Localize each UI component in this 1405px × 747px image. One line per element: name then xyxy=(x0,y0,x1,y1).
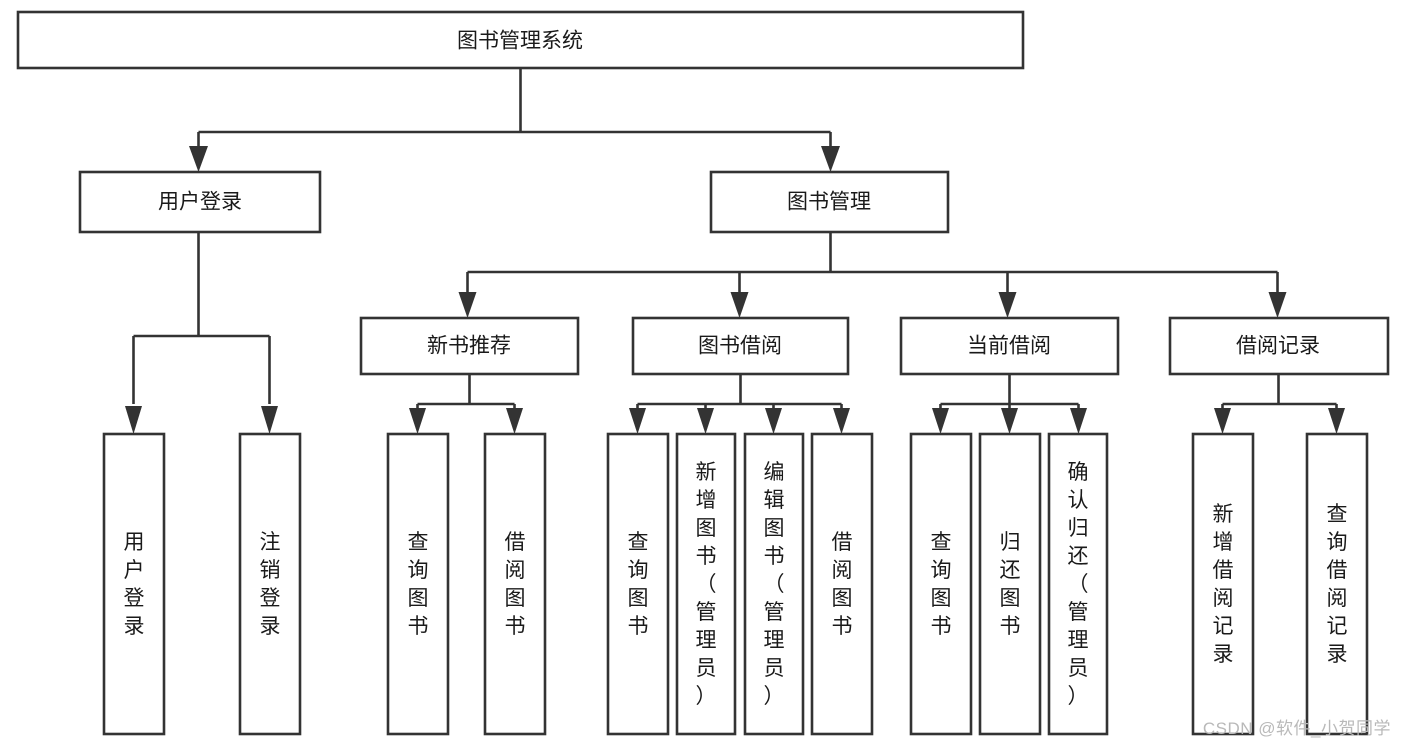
leaf-bb-add-book-box[interactable] xyxy=(675,432,737,736)
leaf-nb-query-book[interactable]: 查询图书 xyxy=(386,432,450,736)
arrow-head-current-borrow xyxy=(998,292,1017,318)
leaf-logout-label: 注销登录 xyxy=(260,531,281,638)
leaf-user-login-box[interactable] xyxy=(102,432,166,736)
leaf-cb-return-book[interactable]: 归还图书 xyxy=(978,432,1042,736)
leaf-nb-borrow-book-box[interactable] xyxy=(483,432,547,736)
node-root-label: 图书管理系统 xyxy=(457,30,583,53)
arrow-head-leaf-user-login xyxy=(125,406,142,434)
node-new-book-recommend-box[interactable] xyxy=(359,316,580,376)
leaf-cb-return-book-box[interactable] xyxy=(978,432,1042,736)
arrow-head-book-borrow xyxy=(730,292,749,318)
leaf-nb-query-book-label: 查询图书 xyxy=(408,531,429,638)
arrow-head-borrow-record xyxy=(1268,292,1287,318)
leaf-br-query-record-label: 查询借阅记录 xyxy=(1327,503,1348,666)
arrow-head-cb-query xyxy=(932,408,949,434)
arrow-head-bb-query xyxy=(629,408,646,434)
node-user-login-label: 用户登录 xyxy=(158,191,242,214)
leaf-bb-edit-book-label: 编辑图书（管理员） xyxy=(764,461,785,708)
leaf-bb-add-book-label: 新增图书（管理员） xyxy=(696,461,717,708)
node-borrow-record[interactable]: 借阅记录 xyxy=(1168,316,1390,376)
node-new-book-recommend-label: 新书推荐 xyxy=(427,335,511,358)
leaf-cb-return-book-label: 归还图书 xyxy=(1000,531,1021,638)
leaf-bb-borrow-book-box[interactable] xyxy=(810,432,874,736)
node-book-borrow-label: 图书借阅 xyxy=(698,335,782,358)
arrow-head-nb-query xyxy=(409,408,426,434)
arrow-head-bb-borrow xyxy=(833,408,850,434)
leaf-nb-borrow-book-label: 借阅图书 xyxy=(505,531,526,638)
leaf-br-query-record-box[interactable] xyxy=(1305,432,1369,736)
arrow-head-nb-borrow xyxy=(506,408,523,434)
leaf-logout-box[interactable] xyxy=(238,432,302,736)
leaf-bb-query-book-box[interactable] xyxy=(606,432,670,736)
leaf-bb-edit-book-box[interactable] xyxy=(743,432,805,736)
node-root[interactable]: 图书管理系统 xyxy=(16,10,1025,70)
node-book-management-box[interactable] xyxy=(709,170,950,234)
leaf-cb-query-book-box[interactable] xyxy=(909,432,973,736)
leaf-br-add-record-box[interactable] xyxy=(1191,432,1255,736)
leaf-user-login[interactable]: 用户登录 xyxy=(102,432,166,736)
leaf-bb-edit-book[interactable]: 编辑图书（管理员） xyxy=(743,432,805,736)
node-root-box[interactable] xyxy=(16,10,1025,70)
leaf-br-query-record[interactable]: 查询借阅记录 xyxy=(1305,432,1369,736)
node-user-login[interactable]: 用户登录 xyxy=(78,170,322,234)
arrow-head-user-login xyxy=(189,146,208,172)
node-borrow-record-box[interactable] xyxy=(1168,316,1390,376)
leaf-bb-query-book-label: 查询图书 xyxy=(628,531,649,638)
arrow-head-bb-add xyxy=(697,408,714,434)
node-book-borrow[interactable]: 图书借阅 xyxy=(631,316,850,376)
node-current-borrow-label: 当前借阅 xyxy=(967,335,1051,358)
arrow-head-cb-confirm xyxy=(1070,408,1087,434)
leaf-logout[interactable]: 注销登录 xyxy=(238,432,302,736)
leaf-user-login-label: 用户登录 xyxy=(124,531,145,638)
node-new-book-recommend[interactable]: 新书推荐 xyxy=(359,316,580,376)
arrow-head-cb-return xyxy=(1001,408,1018,434)
arrow-head-bb-edit xyxy=(765,408,782,434)
leaf-cb-query-book-label: 查询图书 xyxy=(931,531,952,638)
leaf-bb-query-book[interactable]: 查询图书 xyxy=(606,432,670,736)
node-borrow-record-label: 借阅记录 xyxy=(1236,335,1320,358)
node-book-management-label: 图书管理 xyxy=(787,191,871,214)
node-current-borrow[interactable]: 当前借阅 xyxy=(899,316,1120,376)
leaf-cb-query-book[interactable]: 查询图书 xyxy=(909,432,973,736)
connector-layer xyxy=(125,68,1345,434)
node-book-borrow-box[interactable] xyxy=(631,316,850,376)
leaf-nb-borrow-book[interactable]: 借阅图书 xyxy=(483,432,547,736)
leaf-cb-confirm-return-label: 确认归还（管理员） xyxy=(1068,461,1089,708)
node-current-borrow-box[interactable] xyxy=(899,316,1120,376)
leaf-cb-confirm-return-box[interactable] xyxy=(1047,432,1109,736)
node-user-login-box[interactable] xyxy=(78,170,322,234)
leaf-bb-borrow-book-label: 借阅图书 xyxy=(832,531,853,638)
leaf-br-add-record[interactable]: 新增借阅记录 xyxy=(1191,432,1255,736)
leaf-cb-confirm-return[interactable]: 确认归还（管理员） xyxy=(1047,432,1109,736)
leaf-bb-borrow-book[interactable]: 借阅图书 xyxy=(810,432,874,736)
arrow-head-leaf-logout xyxy=(261,406,278,434)
csdn-watermark: CSDN @软件_小贺同学 xyxy=(1202,719,1391,738)
leaf-br-add-record-label: 新增借阅记录 xyxy=(1213,503,1234,666)
arrow-head-br-query xyxy=(1328,408,1345,434)
arrow-head-new-book-rec xyxy=(458,292,477,318)
leaf-bb-add-book[interactable]: 新增图书（管理员） xyxy=(675,432,737,736)
leaf-nb-query-book-box[interactable] xyxy=(386,432,450,736)
node-book-management[interactable]: 图书管理 xyxy=(709,170,950,234)
arrow-head-br-add xyxy=(1214,408,1231,434)
arrow-head-book-mgmt xyxy=(821,146,840,172)
